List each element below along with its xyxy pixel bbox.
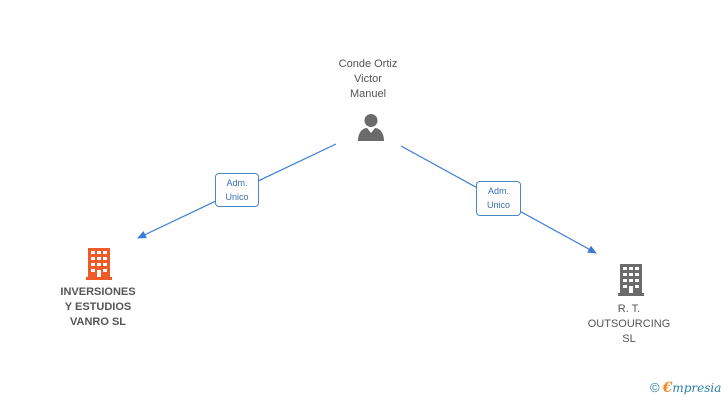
person-node-label[interactable]: Conde Ortiz Victor Manuel: [318, 57, 418, 102]
company-name-line-3: SL: [622, 333, 636, 345]
edge-role-line-2: Unico: [486, 200, 510, 210]
edge-role-line-1: Adm.: [487, 186, 509, 196]
company-node-label[interactable]: INVERSIONES Y ESTUDIOS VANRO SL: [40, 285, 156, 330]
building-icon[interactable]: [617, 262, 645, 296]
building-icon[interactable]: [85, 246, 113, 280]
company-name-line-2: OUTSOURCING: [587, 318, 671, 330]
edge-role-line-1: Adm.: [226, 178, 248, 188]
edge-role-label[interactable]: Adm. Unico: [215, 173, 259, 207]
company-node-label[interactable]: R. T. OUTSOURCING SL: [574, 302, 684, 347]
company-name-line-1: R. T.: [617, 303, 641, 315]
empresia-watermark: ©€mpresia: [650, 380, 721, 396]
person-name-line-1: Conde Ortiz: [338, 58, 398, 70]
edge-role-line-2: Unico: [225, 192, 249, 202]
brand-name: mpresia: [672, 381, 722, 395]
brand-initial: €: [662, 380, 673, 396]
person-name-line-2: Victor: [354, 73, 382, 85]
company-name-line-2: Y ESTUDIOS: [64, 301, 132, 313]
company-name-line-3: VANRO SL: [69, 316, 127, 328]
company-name-line-1: INVERSIONES: [60, 286, 136, 298]
person-icon[interactable]: [356, 112, 386, 142]
person-name-line-3: Manuel: [349, 88, 387, 100]
edge-role-label[interactable]: Adm. Unico: [476, 181, 521, 216]
copyright-icon: ©: [650, 380, 660, 395]
